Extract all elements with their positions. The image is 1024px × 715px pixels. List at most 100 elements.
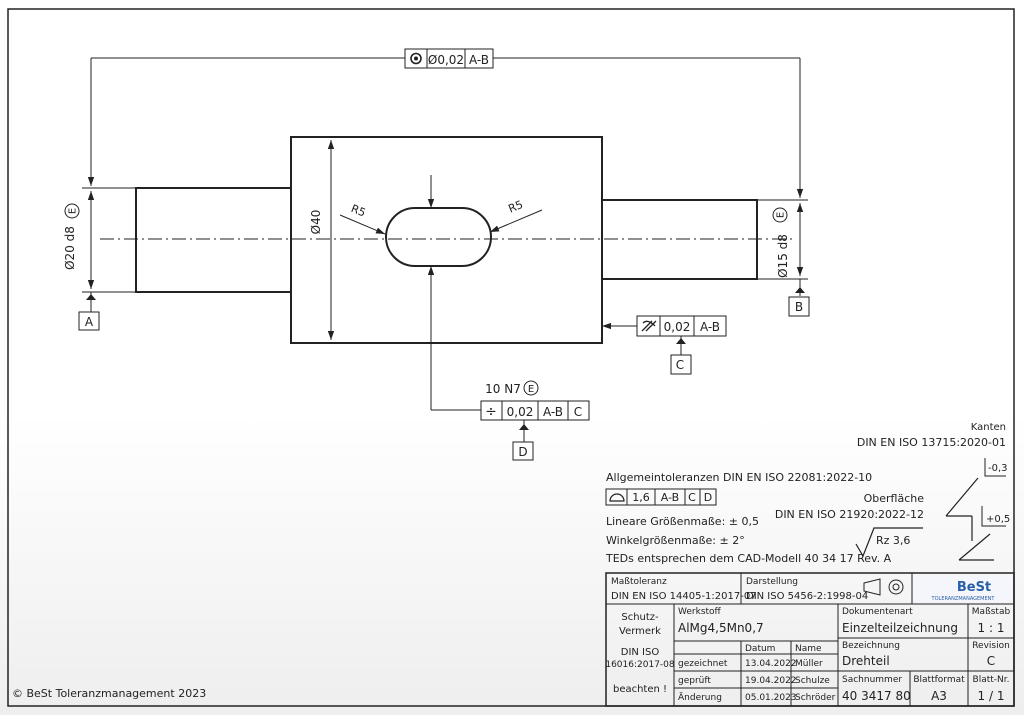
left-dia-label: Ø20 d8 <box>63 226 77 270</box>
svg-text:C: C <box>688 491 696 504</box>
edge-symbol-icon <box>945 477 994 561</box>
ober-norm: DIN EN ISO 21920:2022-12 <box>775 508 924 521</box>
masstol-value: DIN EN ISO 14405-1:2017-07 <box>611 591 757 602</box>
svg-text:1,6: 1,6 <box>632 491 650 504</box>
blattf-value: A3 <box>931 689 947 703</box>
svg-text:05.01.2023: 05.01.2023 <box>745 693 797 703</box>
blattf-label: Blattformat <box>913 675 965 685</box>
blattnr-label: Blatt-Nr. <box>973 675 1010 685</box>
radius-left: R5 <box>349 202 367 220</box>
total-runout-value: 0,02 <box>664 320 691 334</box>
massstab-label: Maßstab <box>972 607 1011 617</box>
general-notes: Allgemeintoleranzen DIN EN ISO 22081:202… <box>605 471 892 565</box>
datum-b-box <box>788 296 810 317</box>
left-shaft <box>135 187 292 293</box>
roughness-symbol-icon <box>855 527 923 558</box>
sach-label: Sachnummer <box>842 675 902 685</box>
bez-label: Bezeichnung <box>842 641 900 651</box>
datum-d-box <box>512 441 534 461</box>
kanten-plus: +0,5 <box>986 514 1010 525</box>
sym-datum2: C <box>574 405 582 419</box>
svg-text:A-B: A-B <box>661 491 679 504</box>
datum-c: C <box>676 358 684 372</box>
rev-label: Revision <box>972 641 1010 651</box>
runout-callout: Ø0,02 A-B <box>87 48 804 198</box>
svg-text:D: D <box>704 491 712 504</box>
body-dia-label: Ø40 <box>309 210 323 235</box>
doc-value: Einzelteilzeichnung <box>842 621 958 635</box>
svg-text:Name: Name <box>795 644 822 654</box>
darst-value: DIN ISO 5456-2:1998-04 <box>746 591 868 602</box>
svg-text:19.04.2022: 19.04.2022 <box>745 676 797 686</box>
main-body <box>290 136 603 344</box>
slot <box>385 207 492 267</box>
right-shaft <box>601 199 758 280</box>
datum-d: D <box>518 445 527 459</box>
bez-value: Drehteil <box>842 654 890 668</box>
blattnr-value: 1 / 1 <box>978 689 1005 703</box>
svg-text:Änderung: Änderung <box>678 692 722 703</box>
sym-value: 0,02 <box>507 405 534 419</box>
runout-symbol-icon <box>410 52 422 65</box>
sym-datum1: A-B <box>543 405 563 419</box>
rz-value: Rz 3,6 <box>876 534 910 547</box>
runout-datum: A-B <box>469 53 489 67</box>
copyright: © BeSt Toleranzmanagement 2023 <box>12 687 206 700</box>
kanten-label: Kanten <box>971 422 1006 433</box>
svg-text:E: E <box>776 212 787 218</box>
svg-text:Schröder: Schröder <box>795 693 836 703</box>
teds-note: TEDs entsprechen dem CAD-Modell 40 34 17… <box>605 552 892 565</box>
svg-text:Vermerk: Vermerk <box>619 626 661 637</box>
doc-label: Dokumentenart <box>842 607 913 617</box>
edge-surface-notes: Kanten DIN EN ISO 13715:2020-01 Oberfläc… <box>775 422 1010 561</box>
radius-callouts: R5 R5 <box>339 198 543 235</box>
slot-tol: 10 N7 <box>485 382 521 396</box>
radius-right: R5 <box>506 198 524 216</box>
rev-value: C <box>987 654 995 668</box>
right-diameter-dim: Ø15 d8 E B <box>757 199 810 317</box>
datum-a: A <box>85 315 94 329</box>
linear-tol: Lineare Größenmaße: ± 0,5 <box>606 515 759 528</box>
best-logo <box>914 575 1012 602</box>
ober-label: Oberfläche <box>864 492 925 505</box>
body-diameter-dim: Ø40 <box>309 140 335 340</box>
title-block: Maßtoleranz DIN EN ISO 14405-1:2017-07 D… <box>605 572 1015 707</box>
werkstoff-label: Werkstoff <box>678 607 722 617</box>
allg-tol: Allgemeintoleranzen DIN EN ISO 22081:202… <box>606 471 872 484</box>
total-runout-datum: A-B <box>700 320 720 334</box>
symmetry-icon: ÷ <box>485 404 497 420</box>
left-diameter-dim: Ø20 d8 E A <box>63 187 136 331</box>
svg-text:Schulze: Schulze <box>795 676 830 686</box>
drawing-frame <box>7 8 1015 707</box>
svg-text:beachten !: beachten ! <box>613 684 667 695</box>
darst-label: Darstellung <box>746 577 798 587</box>
svg-text:geprüft: geprüft <box>678 676 711 686</box>
part-geometry <box>100 136 795 344</box>
svg-text:DIN ISO: DIN ISO <box>621 647 660 658</box>
right-dia-label: Ø15 d8 <box>776 234 790 278</box>
projection-symbol-icon <box>863 578 881 596</box>
svg-text:Müller: Müller <box>795 659 823 669</box>
svg-text:E: E <box>528 384 534 395</box>
werkstoff-value: AlMg4,5Mn0,7 <box>678 621 764 635</box>
svg-text:13.04.2022: 13.04.2022 <box>745 659 797 669</box>
total-runout-icon <box>641 320 657 332</box>
svg-text:16016:2017-08: 16016:2017-08 <box>605 660 675 670</box>
massstab-value: 1 : 1 <box>978 621 1005 635</box>
datum-a-box <box>78 311 100 331</box>
runout-value: Ø0,02 <box>428 53 464 67</box>
datum-b: B <box>795 300 803 314</box>
kanten-minus: -0,3 <box>988 463 1008 474</box>
svg-text:Schutz-: Schutz- <box>621 612 659 623</box>
total-runout-callout: 0,02 A-B C <box>602 315 727 375</box>
sach-value: 40 3417 80 <box>842 689 911 703</box>
angular-tol: Winkelgrößenmaße: ± 2° <box>606 534 745 547</box>
logo-sub: TOLERANZMANAGEMENT <box>931 596 996 602</box>
masstol-label: Maßtoleranz <box>611 577 667 587</box>
svg-text:Datum: Datum <box>745 644 775 654</box>
slot-width-dim: 10 N7 E ÷ 0,02 A-B C D <box>427 175 590 461</box>
logo-text: BeSt <box>957 580 991 595</box>
svg-text:gezeichnet: gezeichnet <box>678 659 728 669</box>
profile-surface-icon <box>609 493 625 502</box>
svg-text:E: E <box>68 208 79 214</box>
